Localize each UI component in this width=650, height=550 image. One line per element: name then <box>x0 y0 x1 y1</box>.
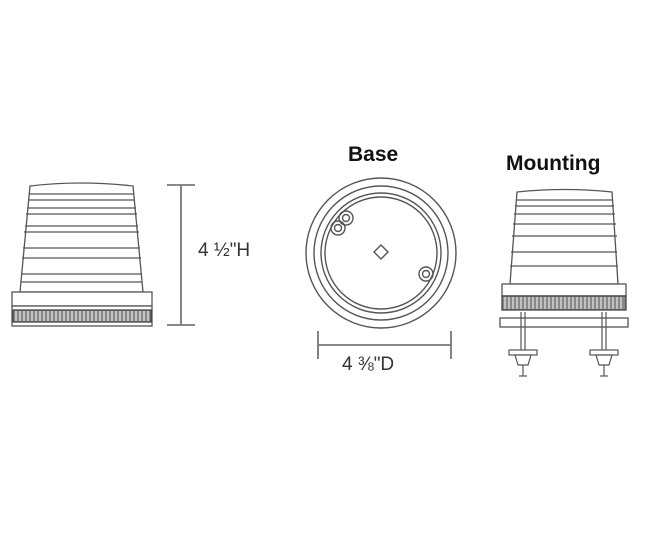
mounting-view-title: Mounting <box>506 152 601 175</box>
base-view <box>305 177 457 329</box>
mounting-view-grip-ribs <box>504 297 622 309</box>
side-view-beacon <box>11 182 153 327</box>
center-marker-icon <box>373 244 389 260</box>
diameter-dimension-line <box>317 331 452 359</box>
side-view-grip-ribs <box>15 311 149 321</box>
mounting-bolt-icon <box>589 312 619 377</box>
screw-boss-icon <box>418 266 434 282</box>
diameter-dimension-label: 4 ⅜"D <box>342 354 395 375</box>
mounting-bolt-icon <box>508 312 538 377</box>
screw-boss-icon <box>330 210 354 236</box>
height-dimension-label: 4 ½"H <box>198 240 251 261</box>
height-dimension-line <box>167 184 195 326</box>
base-view-title: Base <box>348 143 399 166</box>
